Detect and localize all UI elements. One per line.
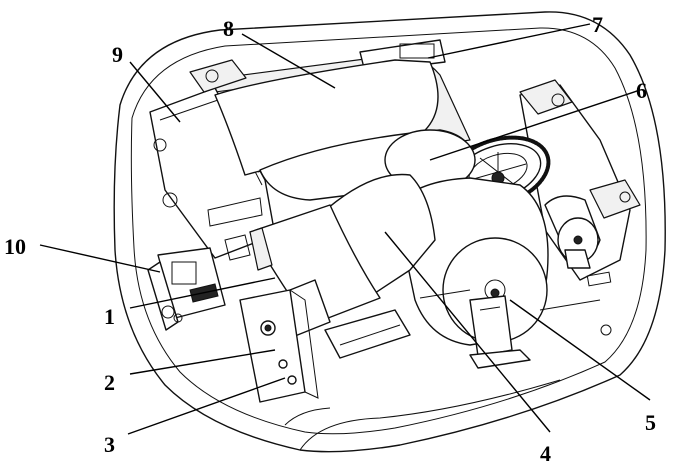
leader-1 [129, 277, 276, 309]
callout-6: 6 [636, 78, 647, 103]
left-side-frame [149, 59, 276, 259]
leader-9 [129, 61, 181, 123]
leader-7 [427, 23, 591, 59]
right-side-frame [519, 79, 641, 281]
leader-10 [39, 244, 161, 273]
paper-roll [394, 177, 549, 346]
front-mounting-plate [239, 289, 319, 403]
callout-10: 10 [4, 234, 26, 259]
interface-connector [147, 247, 226, 331]
callout-labels: 1 2 3 4 5 6 7 8 9 10 [4, 12, 656, 463]
leader-2 [129, 349, 276, 375]
leader-4 [384, 231, 551, 433]
callout-8: 8 [223, 16, 234, 41]
small-details [207, 197, 612, 336]
callout-1: 1 [104, 304, 115, 329]
callout-3: 3 [104, 432, 115, 457]
leader-5 [509, 299, 651, 401]
stepper-motor [544, 195, 601, 269]
leader-3 [127, 377, 286, 435]
callout-4: 4 [540, 441, 551, 463]
leader-8 [241, 33, 336, 89]
callout-5: 5 [645, 410, 656, 435]
callout-2: 2 [104, 370, 115, 395]
callout-7: 7 [592, 12, 603, 37]
leader-6 [429, 89, 641, 161]
callout-9: 9 [112, 42, 123, 67]
roll-holder-bracket [469, 295, 531, 369]
leader-lines [39, 23, 651, 435]
